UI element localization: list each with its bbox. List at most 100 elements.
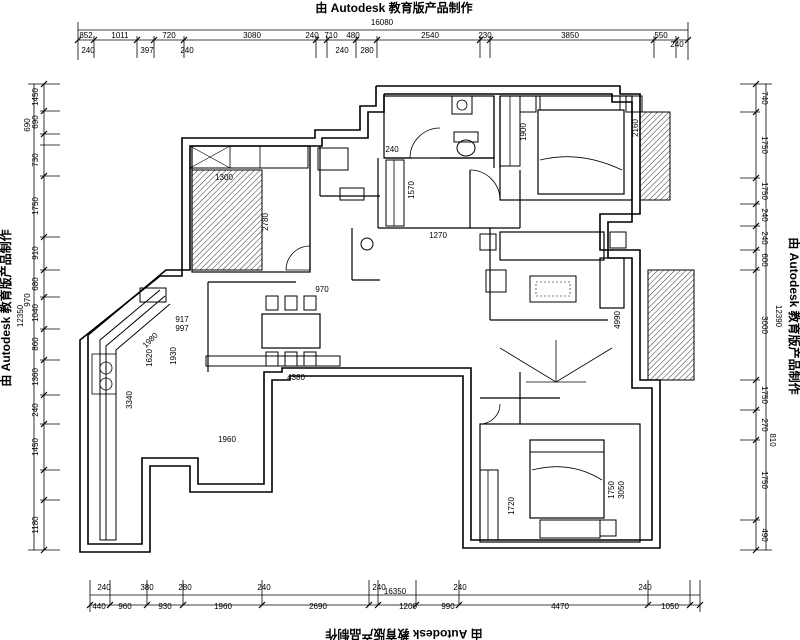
bed-bottom-duvet — [531, 466, 603, 481]
right-dim-9: 270 — [760, 418, 769, 432]
phone-table-right — [609, 231, 627, 249]
watermark-top: 由 Autodesk 教育版产品制作 — [315, 0, 472, 15]
bottom-dim-14: 240 — [372, 583, 386, 592]
right-dim-1: 740 — [760, 91, 769, 105]
dim-1620: 1620 — [145, 349, 154, 367]
wardrobe-bottom-bedroom-2 — [487, 469, 499, 541]
kitchen-stove-burner-1 — [99, 361, 113, 375]
bath-toilet-tank — [453, 131, 479, 143]
left-dim-8: 1040 — [31, 304, 40, 322]
bottom-dim-7: 990 — [441, 602, 455, 611]
dim-1980: 1980 — [141, 330, 160, 349]
dim-1270: 1270 — [429, 231, 447, 240]
bath2-washer — [360, 237, 374, 251]
hatched-panel-right-top — [639, 111, 671, 201]
top-dim-9: 280 — [360, 46, 374, 55]
top-dim-13: 550 — [654, 31, 668, 40]
dim-917: 917 — [175, 315, 189, 324]
left-dim-5: 1750 — [31, 197, 40, 215]
top-dim-1: 852 — [79, 31, 93, 40]
bottom-dimensions — [89, 580, 701, 612]
right-dimension-ticks — [752, 80, 760, 554]
dim-4990: 4990 — [613, 311, 622, 329]
top-total: 16080 — [371, 18, 394, 27]
bottom-dim-16: 240 — [638, 583, 652, 592]
wardrobe-corridor — [385, 159, 405, 227]
kitchen-sink — [139, 287, 167, 303]
left-dim-11: 1360 — [31, 368, 40, 386]
bottom-dim-5: 2690 — [309, 602, 327, 611]
dim-997: 997 — [175, 324, 189, 333]
top-dim-4: 720 — [162, 31, 176, 40]
wardrobe-left-diag-2 — [189, 145, 231, 169]
bottom-dim-6: 1200 — [399, 602, 417, 611]
right-dim-8: 1750 — [760, 386, 769, 404]
top-dim-6: 240 — [305, 31, 319, 40]
dim-1930: 1930 — [169, 347, 178, 365]
bed-bottom-headboard — [529, 439, 605, 453]
top-dim-14: 240 — [81, 46, 95, 55]
bottom-dim-8: 4470 — [551, 602, 569, 611]
dim-1750: 1750 — [607, 481, 616, 499]
left-dim-3: 690 — [23, 118, 32, 132]
bottom-dim-12: 280 — [178, 583, 192, 592]
top-dim-12: 3850 — [561, 31, 579, 40]
bath2-toilet — [339, 187, 365, 201]
top-dim-7: 710 — [324, 31, 338, 40]
left-dimension-ticks — [40, 80, 48, 554]
bed-top-right-duvet — [539, 156, 623, 171]
dim-1570: 1570 — [407, 181, 416, 199]
interior-walls — [191, 95, 641, 543]
watermark-right: 由 Autodesk 教育版产品制作 — [787, 237, 800, 394]
kitchen-fridge — [91, 353, 117, 395]
bottom-total: 16350 — [384, 587, 407, 596]
sofa-side — [599, 257, 625, 309]
bottom-dim-10: 240 — [97, 583, 111, 592]
coffee-table — [529, 275, 577, 303]
right-dim-11: 1750 — [760, 471, 769, 489]
dim-2780: 2780 — [261, 213, 270, 231]
dim-970: 970 — [315, 285, 329, 294]
top-dim-3: 397 — [140, 46, 154, 55]
top-dim-8: 480 — [346, 31, 360, 40]
wardrobe-corridor-2 — [393, 159, 405, 227]
kitchen-counter — [99, 289, 171, 541]
bottom-dim-3: 930 — [158, 602, 172, 611]
wardrobe-bottom-bedroom — [479, 469, 499, 541]
left-dim-14: 1180 — [31, 516, 40, 534]
right-dim-3: 1750 — [760, 182, 769, 200]
phone-table-left — [479, 233, 497, 251]
right-dim-7: 3000 — [760, 316, 769, 334]
bottom-dim-2: 960 — [118, 602, 132, 611]
bottom-dim-11: 380 — [140, 583, 154, 592]
dim-240-inner: 240 — [385, 145, 399, 154]
top-dim-16: 240 — [335, 46, 349, 55]
dim-3340: 3340 — [125, 391, 134, 409]
watermark-bottom: 由 Autodesk 教育版产品制作 — [325, 627, 482, 640]
bed-bottom-bench — [539, 519, 601, 539]
top-dim-10: 2540 — [421, 31, 439, 40]
bed-top-right-headboard — [539, 95, 621, 111]
sofa — [499, 231, 605, 261]
living-room-direction-lines — [499, 340, 613, 383]
top-dim-17: 240 — [670, 40, 684, 49]
right-dim-2: 1750 — [760, 136, 769, 154]
left-dim-2: 690 — [31, 115, 40, 129]
dim-1300: 1300 — [215, 173, 233, 182]
right-dim-12: 490 — [760, 528, 769, 542]
wardrobe-top-right-bedroom-2 — [509, 95, 521, 167]
left-dim-10: 860 — [31, 337, 40, 351]
bottom-dim-4: 1960 — [214, 602, 232, 611]
bed-top-right-nightstand-2 — [625, 95, 643, 113]
right-dim-5: 240 — [760, 231, 769, 245]
top-dimension-ticks — [74, 36, 692, 44]
door-swings — [285, 127, 501, 425]
left-dim-13: 1450 — [31, 438, 40, 456]
top-dim-5: 3080 — [243, 31, 261, 40]
right-dim-4: 240 — [760, 208, 769, 222]
left-dim-6: 910 — [31, 246, 40, 260]
bed-top-right-nightstand-1 — [519, 95, 537, 113]
left-dim-1: 1450 — [31, 88, 40, 106]
bottom-dim-9: 1050 — [661, 602, 679, 611]
